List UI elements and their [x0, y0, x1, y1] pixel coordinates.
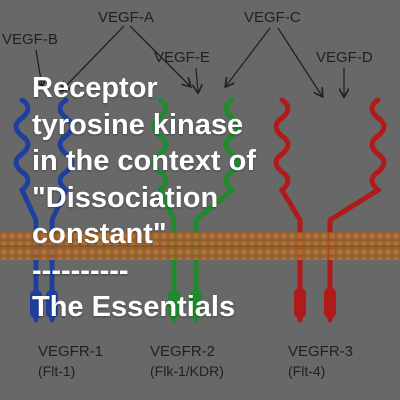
binding-arrows — [35, 25, 344, 96]
ligand-label-vegf-e: VEGF-E — [154, 49, 210, 66]
title-line-2: tyrosine kinase — [32, 108, 244, 141]
cell-membrane — [0, 232, 400, 260]
arrow-vegf-c-left — [226, 27, 271, 86]
ligand-label-vegf-a: VEGF-A — [98, 9, 154, 26]
receptor-alias-vegfr-2: (Flk-1/KDR) — [150, 363, 224, 379]
receptor-vegfr-2 — [151, 97, 241, 323]
ligand-label-vegf-b: VEGF-B — [2, 31, 58, 48]
title-separator: ---------- — [32, 254, 129, 287]
arrow-vegf-b — [35, 49, 42, 86]
receptor-label-vegfr-2: VEGFR-2 — [150, 343, 215, 360]
title-line-5: constant" — [32, 218, 167, 251]
title-line-essentials: The Essentials — [32, 291, 236, 324]
ligand-label-vegf-c: VEGF-C — [244, 9, 301, 26]
receptor-alias-vegfr-3: (Flt-4) — [288, 363, 325, 379]
ligand-label-vegf-d: VEGF-D — [316, 49, 373, 66]
arrow-vegf-c-right — [277, 27, 322, 96]
receptor-label-vegfr-3: VEGFR-3 — [288, 343, 353, 360]
overlay-title: Receptor tyrosine kinase in the context … — [32, 70, 392, 326]
receptor-label-vegfr-1: VEGFR-1 — [38, 343, 103, 360]
arrow-vegf-e — [196, 67, 198, 92]
receptor-alias-vegfr-1: (Flt-1) — [38, 363, 75, 379]
arrow-vegf-a-right — [129, 25, 190, 86]
receptor-vegfr-3 — [273, 97, 387, 323]
title-line-1: Receptor — [32, 72, 158, 104]
arrow-vegf-a-left — [62, 25, 125, 90]
receptor-vegfr-1 — [13, 97, 75, 323]
title-line-4: "Dissociation — [32, 181, 219, 214]
title-line-3: in the context of — [32, 145, 256, 178]
